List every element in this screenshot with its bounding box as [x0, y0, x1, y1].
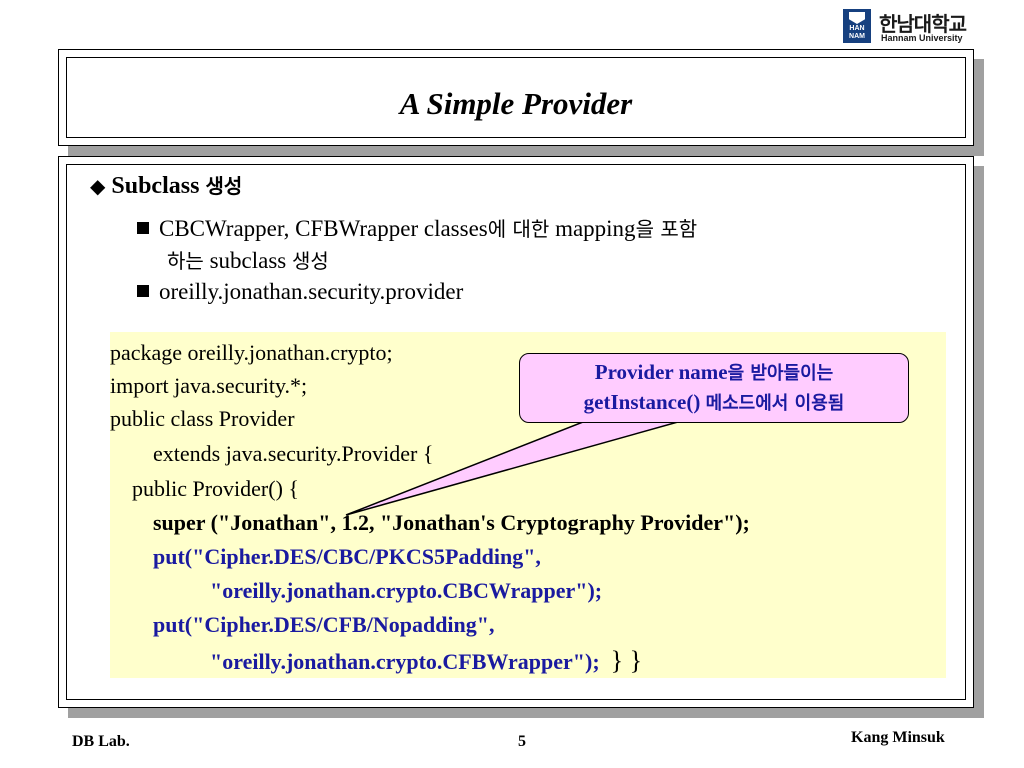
footer-author: Kang Minsuk: [851, 729, 945, 746]
code-line: extends java.security.Provider {: [153, 441, 434, 466]
bullet-subclass: ◆Subclass 생성: [90, 173, 243, 199]
diamond-bullet-icon: ◆: [90, 174, 106, 198]
code-line: import java.security.*;: [110, 373, 308, 398]
sub-bullet-provider: oreilly.jonathan.security.provider: [137, 279, 463, 305]
callout-line-2: getInstance() 메소드에서 이용됨: [583, 390, 845, 414]
code-line: "oreilly.jonathan.crypto.CFBWrapper"); }…: [210, 646, 643, 675]
provider-name-callout: Provider name을 받아들이는 getInstance() 메소드에서…: [519, 353, 909, 423]
sub-bullet-mapping: CBCWrapper, CFBWrapper classes에 대한 mappi…: [137, 213, 697, 242]
code-line: public class Provider: [110, 406, 295, 431]
callout-line-1: Provider name을 받아들이는: [594, 360, 834, 384]
logo-korean-name: 한남대학교: [879, 12, 967, 36]
logo-emblem-icon: HAN NAM: [843, 9, 871, 43]
code-line: put("Cipher.DES/CBC/PKCS5Padding",: [153, 544, 541, 569]
footer-lab: DB Lab.: [72, 733, 130, 750]
code-line: super ("Jonathan", 1.2, "Jonathan's Cryp…: [153, 510, 750, 535]
footer-page-number: 5: [518, 733, 526, 750]
square-bullet-icon: [137, 285, 149, 297]
closing-braces: } }: [610, 646, 643, 675]
sub-bullet-mapping-cont: 하는 subclass 생성: [167, 248, 329, 273]
code-line: put("Cipher.DES/CFB/Nopadding",: [153, 612, 495, 637]
square-bullet-icon: [137, 222, 149, 234]
logo-english-name: Hannam University: [881, 33, 963, 43]
code-line: "oreilly.jonathan.crypto.CBCWrapper");: [210, 578, 603, 603]
title-frame-inner: A Simple Provider: [66, 57, 966, 138]
code-line: public Provider() {: [132, 476, 299, 501]
slide-title: A Simple Provider: [399, 86, 633, 121]
university-logo: HAN NAM 한남대학교 Hannam University: [843, 6, 983, 46]
title-frame: A Simple Provider: [58, 49, 974, 146]
code-line: package oreilly.jonathan.crypto;: [110, 340, 393, 365]
